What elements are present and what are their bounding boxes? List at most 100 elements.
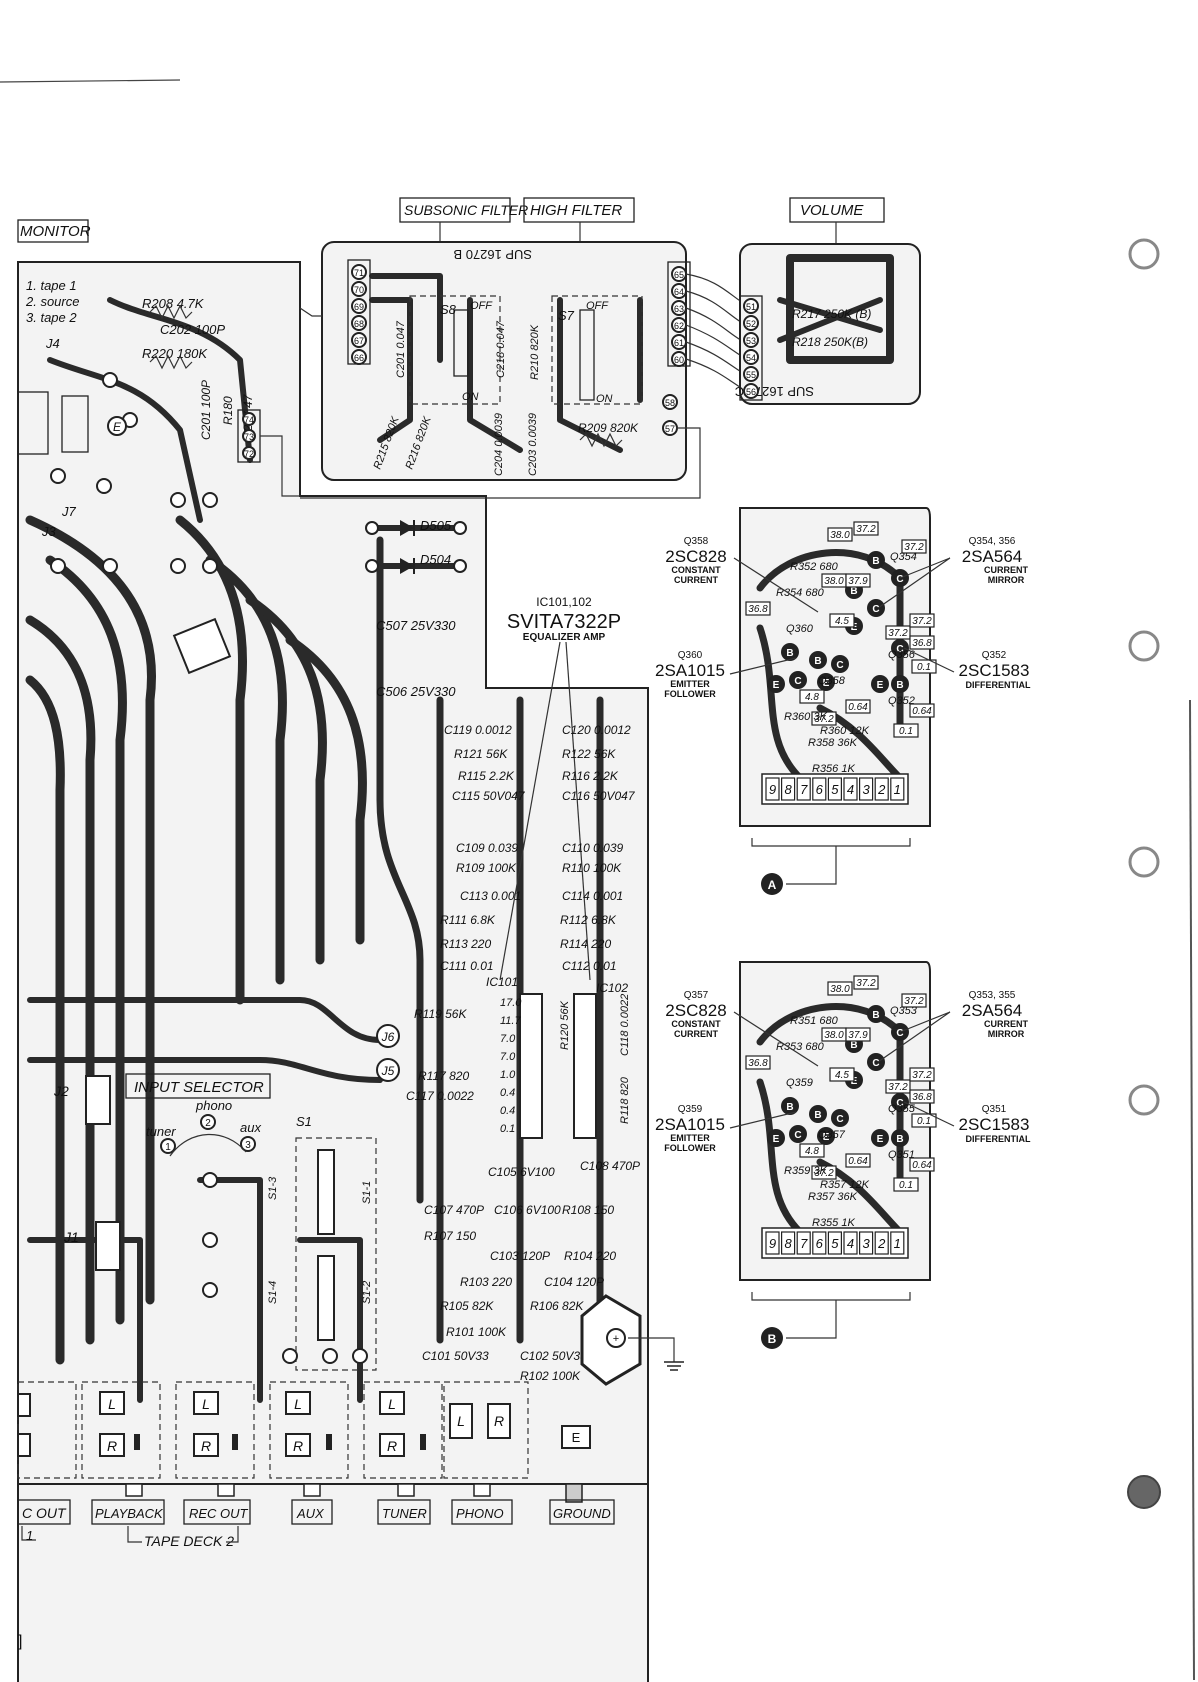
module-1-voltage-16: 37.2 <box>814 714 834 725</box>
module-1-pad-label-9: C <box>836 660 843 671</box>
module-2-voltage-13: 0.64 <box>848 1156 868 1167</box>
ic-voltage-5: 1.0 <box>500 1069 516 1081</box>
eq-r117: R117 820 <box>418 1069 469 1083</box>
eq-r101: R101 100K <box>446 1325 507 1339</box>
module-2-qmirror-ref: Q353, 355 <box>969 990 1016 1001</box>
module-1-qconst-func-2: CURRENT <box>674 575 719 585</box>
phono-r: R <box>494 1413 504 1429</box>
module-2-voltage-7: 37.2 <box>888 1082 908 1093</box>
cap-c506: C506 25V330 <box>376 684 456 699</box>
filter-c218: C218 0.047 <box>495 320 507 378</box>
module-2-voltage-16: 37.2 <box>814 1168 834 1179</box>
ic-voltage-1: 17.0 <box>500 997 522 1009</box>
module-2-marker-bg <box>761 1327 783 1349</box>
phono-l: L <box>457 1413 465 1429</box>
jack2-r: R <box>201 1438 211 1454</box>
monitor-pin-74: 74 <box>244 415 254 425</box>
module-2-pin-2: 8 <box>784 1236 792 1251</box>
module-1-comp-7: Q354 <box>890 551 917 563</box>
module-2-vbox-5 <box>845 1027 871 1042</box>
eq-c111: C111 0.01 <box>440 959 494 973</box>
jack-label-rec-out: REC OUT <box>189 1506 249 1521</box>
module-2-qfollow-func-1: EMITTER <box>670 1133 710 1143</box>
module-1-pad-9 <box>831 655 849 673</box>
input-tuner: tuner <box>146 1124 176 1139</box>
eq-c115: C115 50V047 <box>452 789 526 803</box>
module-1-pin-box-2 <box>780 777 796 801</box>
module-2-pin-4: 6 <box>816 1236 824 1251</box>
monitor-comp-2: C202 100P <box>160 322 225 337</box>
module-2-vbox-13 <box>845 1153 871 1168</box>
module-1-pin-1: 9 <box>769 782 776 797</box>
module-2-qconst-ref: Q357 <box>684 990 709 1001</box>
monitor-positions: 1. tape 1 2. source 3. tape 2 <box>25 278 79 325</box>
module-2-qmirror-lead <box>877 1011 951 1063</box>
module-1-pin-7: 3 <box>862 782 870 797</box>
monitor-pin-72: 72 <box>244 449 254 459</box>
module-2-voltage-9: 36.8 <box>748 1058 768 1069</box>
module-1-pin-4: 6 <box>816 782 824 797</box>
module-1-pad-label-6: B <box>786 648 793 659</box>
module-2-pin-box-2 <box>780 1231 796 1255</box>
module-1-marker: A <box>768 878 777 892</box>
module-2-voltage-14: 0.64 <box>912 1160 932 1171</box>
ground-screw: + <box>613 1333 619 1345</box>
e-marker: E <box>113 420 122 434</box>
jumper-j2: J2 <box>53 1083 69 1099</box>
module-2-comp-5: R355 1K <box>812 1217 855 1229</box>
module-1-qdiff-func: DIFFERENTIAL <box>966 680 1031 690</box>
monitor-pins: 74 73 72 <box>237 409 261 463</box>
module-2-qfollow-ref: Q359 <box>678 1104 703 1115</box>
eq-c118: C118 0.0022 <box>619 994 631 1056</box>
module-2-comp-4: R357 36K <box>808 1191 858 1203</box>
ic-voltage-4: 7.0 <box>500 1051 516 1063</box>
module-2-qfollow-lead <box>729 1111 797 1129</box>
module-1-qconst-func-1: CONSTANT <box>671 565 721 575</box>
filter-pin-71: 71 <box>354 268 364 278</box>
eq-components: C119 0.0012 C120 0.0012 R121 56K R122 56… <box>406 723 640 1383</box>
volume-traces <box>777 254 894 364</box>
eq-c103: C103 120P <box>490 1249 550 1263</box>
module-1-pad-label-14: E <box>773 680 780 691</box>
jack-label-ground: GROUND <box>553 1506 611 1521</box>
module-2-voltage-5: 37.9 <box>848 1030 868 1041</box>
module-1-voltage-9: 36.8 <box>748 604 768 615</box>
pos-3: 3 <box>245 1140 251 1151</box>
module-1-voltage-7: 37.2 <box>888 628 908 639</box>
eq-c109: C109 0.039 <box>456 841 518 855</box>
module-1-qmirror-func-1: CURRENT <box>984 565 1029 575</box>
module-1-pad-label-12: E <box>877 680 884 691</box>
module-2-pin-box-9 <box>890 1231 905 1255</box>
module-1-qmirror-lead <box>877 557 951 609</box>
filter-pin-65: 65 <box>674 270 684 280</box>
module-1-pad-label-4: C <box>872 604 879 615</box>
module-1-qconst-part: 2SC828 <box>665 547 726 566</box>
module-1-pin-box-1 <box>765 777 780 801</box>
module-2-comp-8: Q355 <box>888 1103 916 1115</box>
eq-r122: R122 56K <box>562 747 616 761</box>
module-1-pad-7 <box>809 651 827 669</box>
jack3-r: R <box>293 1438 303 1454</box>
module-1-pin-box-7 <box>858 777 874 801</box>
jack-blocks: L R L R L R L R L R E <box>17 1381 591 1479</box>
module-1-pad-13 <box>891 675 909 693</box>
module-1-vbox-12 <box>799 689 825 704</box>
ground-e: E <box>572 1430 581 1445</box>
module-1-pad-label-3: B <box>850 586 857 597</box>
jack-labels: C OUT PLAYBACK REC OUT AUX TUNER PHONO G… <box>17 1499 615 1525</box>
module-1-voltage-10: 36.8 <box>912 638 932 649</box>
ic-voltage-8: 0.1 <box>500 1123 515 1135</box>
diode-d505: D505 <box>420 518 452 533</box>
module-1-pad-6 <box>781 643 799 661</box>
jack1-r: R <box>107 1438 117 1454</box>
module-1-vbox-9 <box>745 601 771 616</box>
jack1-l: L <box>108 1396 116 1412</box>
module-2-vbox-14 <box>909 1157 935 1172</box>
volume-pin-53: 53 <box>746 336 756 346</box>
module-1: BCBCEBBCCECEBE38.037.237.238.037.94.537.… <box>655 507 1031 895</box>
s7-off: OFF <box>586 300 609 312</box>
module-2-vbox-10 <box>909 1089 935 1104</box>
jumper-j7: J7 <box>61 504 77 519</box>
module-2-vbox-11 <box>911 1113 937 1128</box>
volume-pin-55: 55 <box>746 370 756 380</box>
